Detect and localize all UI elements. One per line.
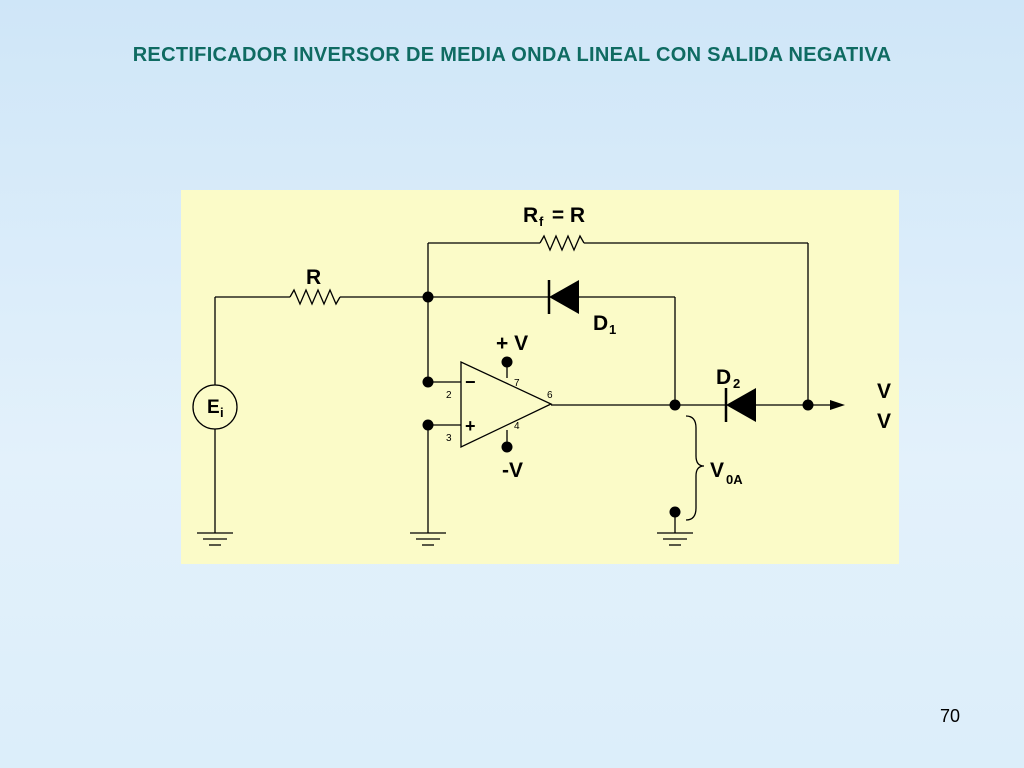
vpos-terminal (501, 356, 513, 368)
diode-d2-label: D (716, 366, 731, 389)
input-resistor-label: R (306, 266, 321, 289)
source-label: E (207, 397, 220, 418)
ground-icon (657, 532, 693, 546)
source-label-subscript: i (220, 405, 224, 420)
diode-d1-subscript: 1 (609, 322, 616, 337)
pin-label-vpos: 7 (514, 378, 520, 389)
output-node-dot (802, 399, 814, 411)
feedback-resistor-label: R (523, 204, 538, 227)
circuit-schematic: E i R R f = R D 1 (192, 204, 891, 546)
output-voltage-label-2: V (877, 410, 891, 433)
v0a-label-subscript: 0A (726, 472, 743, 487)
op-amp-icon (460, 360, 553, 449)
diode-d2-icon (724, 388, 756, 422)
input-resistor-icon (289, 288, 341, 306)
pin-label-noninverting: 3 (446, 433, 452, 444)
feedback-resistor-icon (539, 234, 585, 252)
ground-icon (410, 532, 446, 546)
v0a-node-dot (669, 399, 681, 411)
pin-label-inverting: 2 (446, 390, 452, 401)
page-number: 70 (940, 706, 961, 726)
pin-label-output: 6 (547, 390, 553, 401)
op-amp-plus-sign: + (465, 416, 476, 436)
diode-d2-subscript: 2 (733, 376, 740, 391)
diode-d1-label: D (593, 312, 608, 335)
feedback-resistor-equals: = R (546, 204, 585, 227)
ground-icon (197, 532, 233, 546)
positive-supply-label: + V (496, 332, 528, 355)
slide-title: RECTIFICADOR INVERSOR DE MEDIA ONDA LINE… (132, 44, 892, 66)
v0a-brace-icon (685, 415, 705, 521)
pin-label-vneg: 4 (514, 421, 520, 432)
output-arrow-icon (830, 400, 845, 410)
op-amp-minus-sign: − (465, 372, 476, 392)
feedback-resistor-subscript: f (539, 214, 544, 229)
negative-supply-label: -V (502, 459, 523, 482)
v0a-label: V (710, 459, 724, 482)
output-voltage-label-1: V (877, 380, 891, 403)
vneg-terminal (501, 441, 513, 453)
diode-d1-icon (547, 280, 579, 314)
circuit-diagram-panel: E i R R f = R D 1 (181, 190, 899, 564)
